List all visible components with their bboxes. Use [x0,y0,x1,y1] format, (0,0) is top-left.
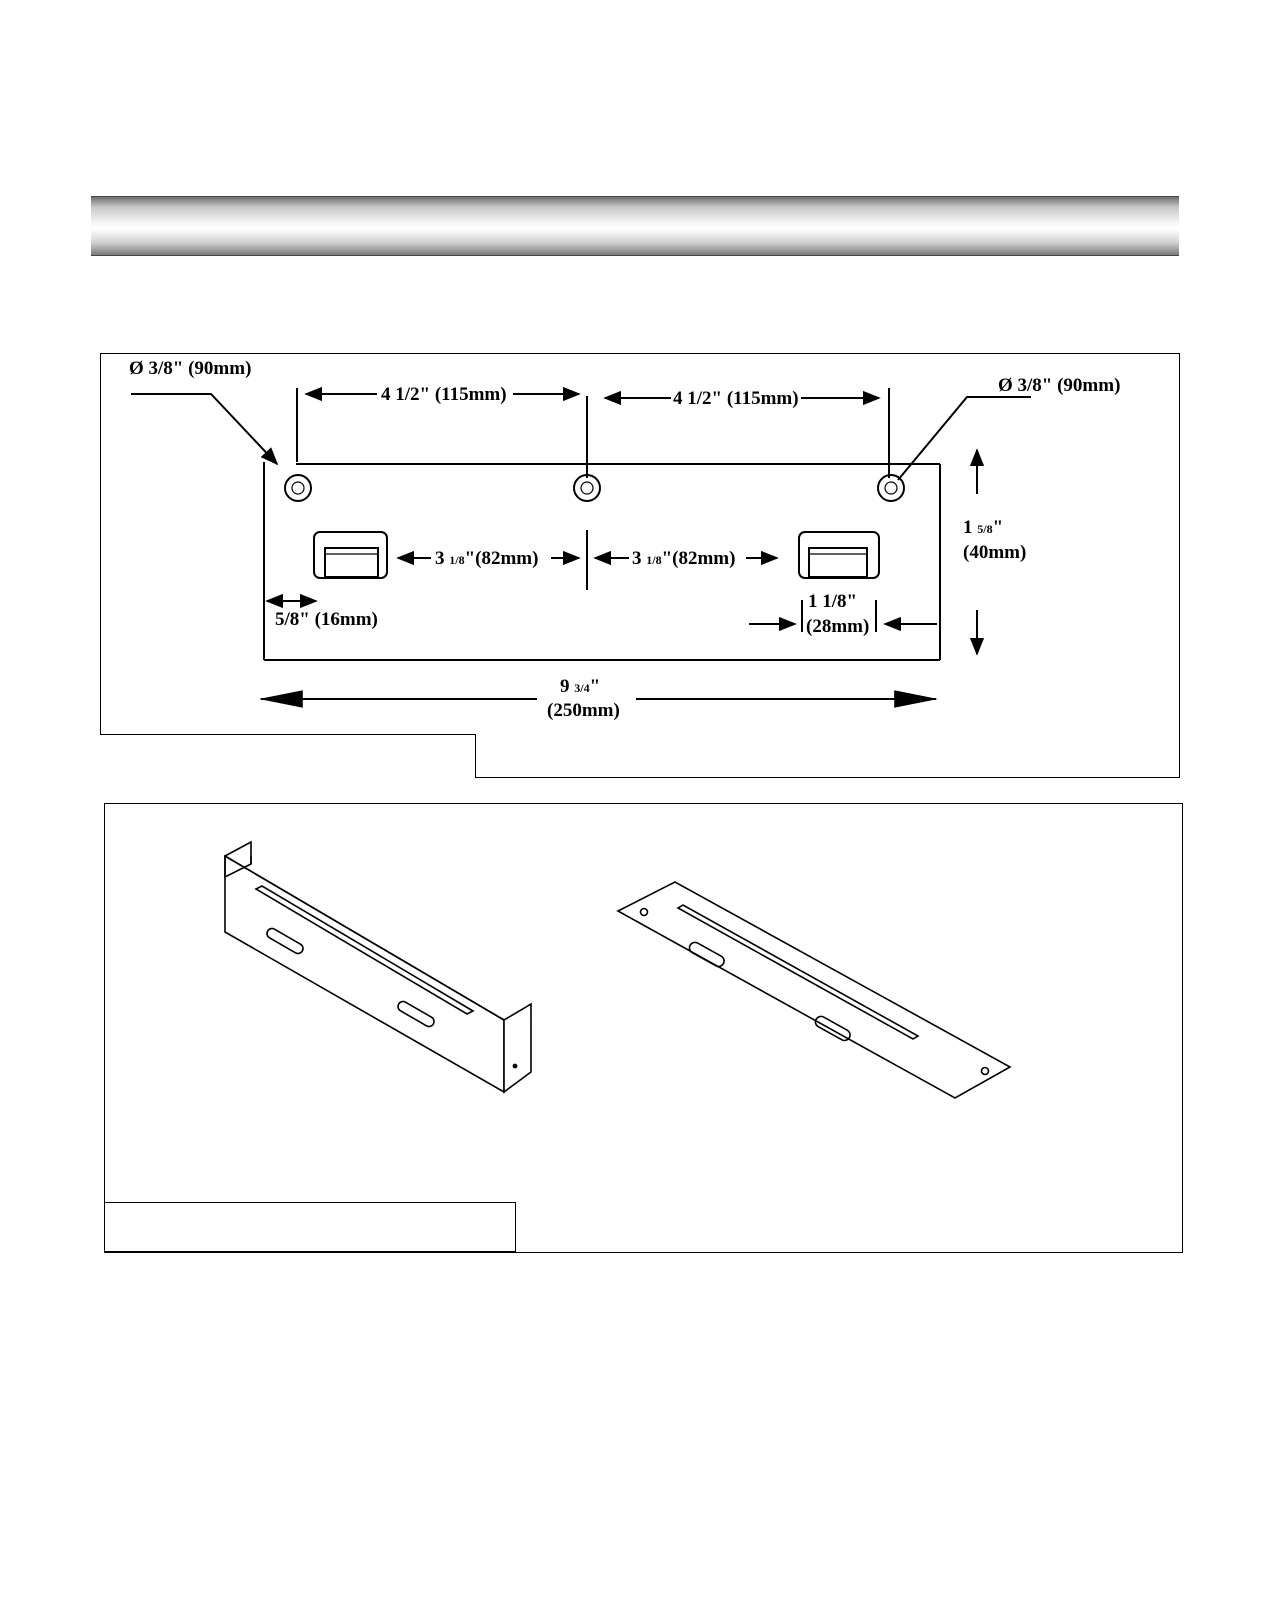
mounting-hole-center [574,475,600,501]
slot-spacing-left-label: 3 1/8"(82mm) [435,548,538,569]
hole-leader-left [131,394,277,464]
brackets-caption-box [104,1202,516,1253]
length-mm-label: (250mm) [547,700,620,721]
slot-width-mm-label: (28mm) [806,616,869,637]
brackets-diagram-panel [104,803,1183,1253]
edge-offset-label: 5/8" (16mm) [275,609,378,630]
l-bracket-drawing [225,842,531,1092]
slot-width-label: 1 1/8" [808,591,857,612]
slot-left [314,532,387,578]
diagram-caption-box [100,734,476,778]
span-right-label: 4 1/2" (115mm) [673,388,799,409]
hole-leader-right [898,397,1031,480]
dimension-diagram-panel: Ø 3/8" (90mm) Ø 3/8" (90mm) 4 1/2" (115m… [100,353,1180,778]
slot-spacing-right-label: 3 1/8"(82mm) [632,548,735,569]
span-left-label: 4 1/2" (115mm) [381,384,507,405]
flat-bracket-drawing [618,882,1010,1098]
hole-diameter-label-right: Ø 3/8" (90mm) [998,375,1120,396]
section-header-bar [91,196,1179,256]
height-label: 1 5/8" [963,517,1003,538]
dimension-drawing: Ø 3/8" (90mm) Ø 3/8" (90mm) 4 1/2" (115m… [101,354,1181,779]
brackets-drawing [105,804,1184,1254]
length-label: 9 3/4" [560,676,600,697]
slot-right [799,532,879,578]
height-mm-label: (40mm) [963,542,1026,563]
mounting-hole-left [285,475,311,501]
hole-diameter-label-left: Ø 3/8" (90mm) [129,358,251,379]
